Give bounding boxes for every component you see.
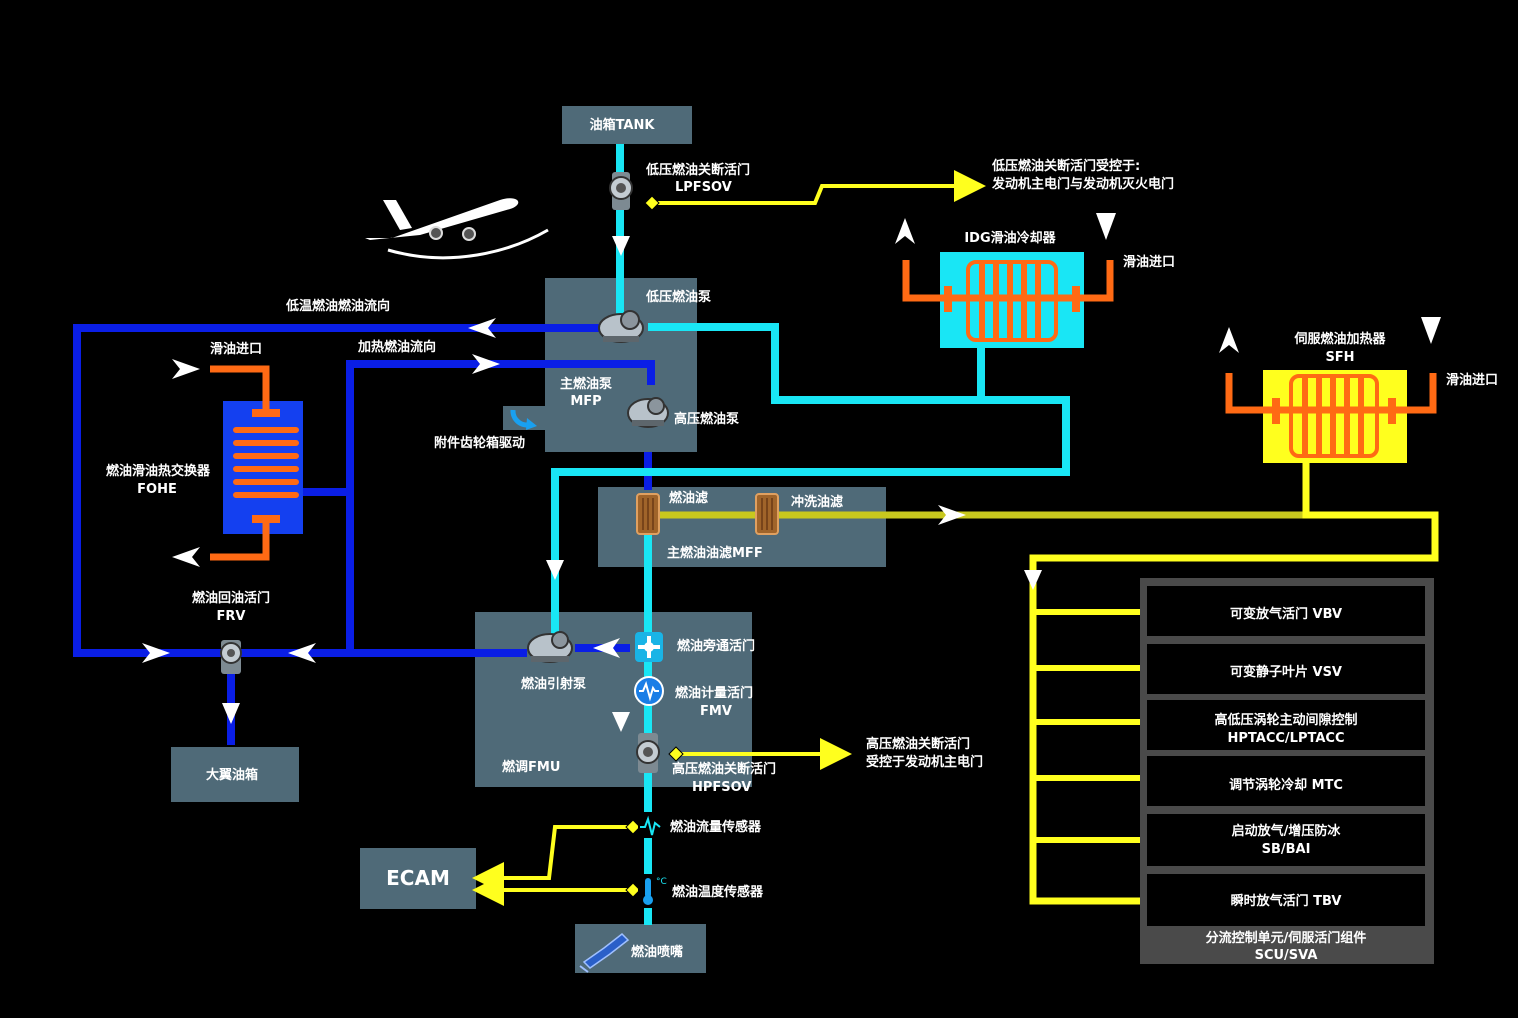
- wing-tank-box: [171, 747, 299, 802]
- lpfsov-note-line2: 发动机主电门与发动机灭火电门: [991, 176, 1174, 192]
- hpfsov-code: HPFSOV: [692, 780, 751, 795]
- tank-label: 油箱TANK: [590, 117, 656, 133]
- airplane-icon: [365, 198, 549, 260]
- flow-sensor-label: 燃油流量传感器: [670, 819, 762, 835]
- nozzle-label: 燃油喷嘴: [631, 944, 683, 960]
- lpfsov-name: 低压燃油关断活门: [645, 162, 750, 178]
- temp-sensor-label: 燃油温度传感器: [672, 884, 764, 900]
- frv-code: FRV: [217, 609, 246, 624]
- fohe-code: FOHE: [137, 482, 177, 497]
- gearbox-label: 附件齿轮箱驱动: [434, 435, 525, 451]
- wash-filter-icon: [755, 493, 779, 535]
- bypass-valve-icon: [635, 632, 663, 662]
- temp-unit-label: °C: [656, 877, 667, 887]
- scu-footer-code: SCU/SVA: [1255, 948, 1318, 963]
- mfp-code: MFP: [570, 394, 601, 409]
- lpfsov-code: LPFSOV: [675, 180, 732, 195]
- sfh-oil-inlet: 滑油进口: [1446, 372, 1498, 388]
- ecam-label: ECAM: [386, 866, 450, 890]
- hpfsov-valve-icon: [636, 733, 660, 773]
- lpfsov-note-line1: 低压燃油关断活门受控于:: [991, 158, 1140, 174]
- heated-flow-label: 加热燃油流向: [357, 339, 436, 355]
- lp-pump-label: 低压燃油泵: [645, 289, 711, 305]
- nozzle-box: [575, 924, 706, 973]
- scu-item-vsv: 可变静子叶片 VSV: [1230, 664, 1342, 680]
- bypass-label: 燃油旁通活门: [677, 638, 755, 654]
- scu-footer-name: 分流控制单元/伺服活门组件: [1206, 930, 1367, 946]
- scu-item-tacc: 高低压涡轮主动间隙控制: [1214, 712, 1357, 728]
- frv-valve-icon: [220, 640, 242, 674]
- flow-arrows: [142, 213, 1441, 732]
- fuel-filter-icon: [636, 493, 660, 535]
- idg-oil-inlet: 滑油进口: [1123, 254, 1175, 270]
- sfh-coil: [1225, 373, 1437, 458]
- scu-item-tacc-code: HPTACC/LPTACC: [1228, 731, 1345, 746]
- fohe-coil: [210, 365, 299, 561]
- ecam-box: [360, 848, 476, 909]
- fuel-filter-label: 燃油滤: [669, 490, 708, 506]
- idg-label: IDG滑油冷却器: [964, 230, 1056, 246]
- scu-item-sb-code: SB/BAI: [1262, 842, 1311, 857]
- signal-nodes: [625, 195, 684, 898]
- wing-tank-label: 大翼油箱: [206, 767, 258, 783]
- cold-flow-label: 低温燃油燃油流向: [285, 298, 390, 314]
- sfh-code: SFH: [1325, 350, 1354, 365]
- mfp-name: 主燃油泵: [560, 376, 612, 392]
- fohe-oil-inlet: 滑油进口: [210, 341, 262, 357]
- nozzle-icon: [579, 933, 630, 973]
- fmv-icon: [634, 676, 664, 706]
- tank-box: [562, 106, 692, 144]
- hp-pump-icon: [627, 397, 669, 428]
- jet-pump-label: 燃油引射泵: [521, 676, 586, 692]
- lpfsov-valve-icon: [609, 172, 633, 210]
- fmu-name: 燃调FMU: [502, 759, 560, 775]
- scu-item-tbv: 瞬时放气活门 TBV: [1231, 893, 1342, 909]
- scu-item-sb: 启动放气/增压防冰: [1232, 823, 1342, 839]
- sfh-name: 伺服燃油加热器: [1293, 331, 1386, 347]
- fohe-name: 燃油滑油热交换器: [106, 463, 211, 479]
- lp-pump-icon: [598, 310, 644, 343]
- wash-filter-label: 冲洗油滤: [791, 494, 843, 510]
- yellow-control-lines: [472, 170, 986, 906]
- fmv-code: FMV: [700, 704, 732, 719]
- frv-name: 燃油回油活门: [192, 590, 270, 606]
- fmv-name: 燃油计量活门: [675, 685, 753, 701]
- scu-item-mtc: 调节涡轮冷却 MTC: [1229, 777, 1343, 793]
- hp-pump-label: 高压燃油泵: [674, 411, 739, 427]
- scu-item-vbv: 可变放气活门 VBV: [1230, 606, 1342, 622]
- scu-panel: [1140, 578, 1434, 964]
- jet-pump-icon: [527, 631, 573, 663]
- hpfsov-note-line2: 受控于发动机主电门: [866, 754, 983, 770]
- flow-sensor-icon: [638, 812, 662, 838]
- hpfsov-note-line1: 高压燃油关断活门: [866, 736, 970, 752]
- temp-sensor-icon: °C: [638, 874, 668, 908]
- gearbox-drive-icon: [510, 409, 537, 430]
- idg-cooler-coil: [902, 260, 1114, 342]
- mff-name: 主燃油油滤MFF: [667, 545, 763, 561]
- hpfsov-name: 高压燃油关断活门: [672, 761, 776, 777]
